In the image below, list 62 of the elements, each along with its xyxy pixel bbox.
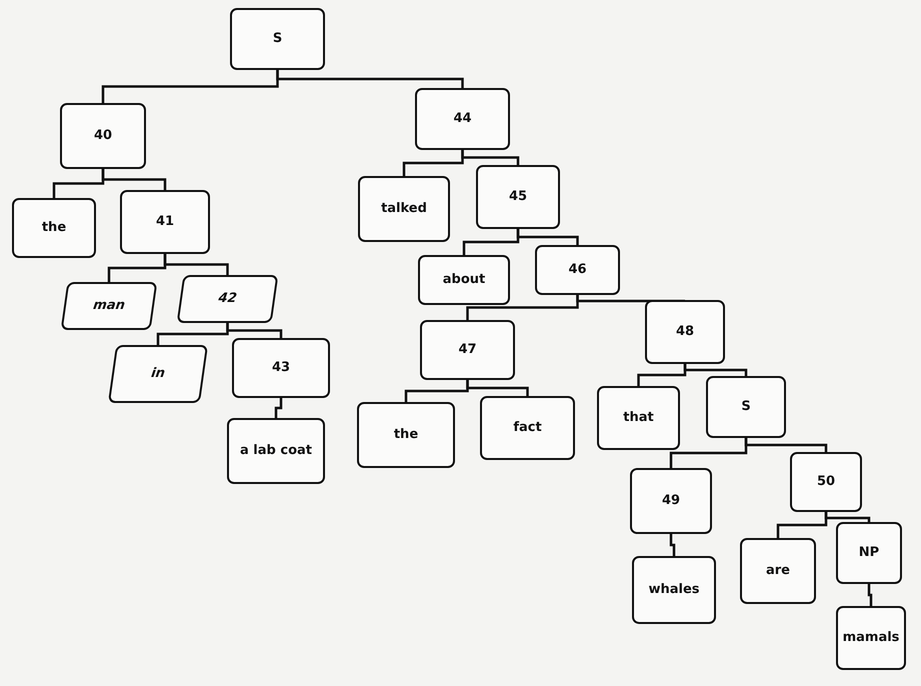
tree-node-box [630, 468, 712, 534]
node-label: man [92, 298, 126, 314]
node-label: 47 [458, 342, 477, 358]
node-label: are [766, 562, 790, 580]
node-label: 44 [453, 110, 472, 128]
tree-node-box [645, 300, 725, 364]
tree-connector [466, 380, 529, 396]
tree-node-box [597, 386, 680, 450]
tree-node-box [230, 8, 325, 70]
node-label: 40 [94, 128, 112, 144]
node-label: mamals [842, 630, 900, 646]
node-label: S [741, 398, 751, 416]
node-label: the [42, 220, 66, 236]
tree-node-box [120, 190, 210, 254]
tree-node-box [836, 606, 906, 670]
tree-node-box [418, 255, 510, 305]
tree-connector [276, 70, 464, 88]
node-label: the [394, 426, 418, 444]
node-label: 45 [508, 188, 528, 206]
tree-connector [684, 364, 748, 376]
tree-node-box [706, 376, 786, 438]
tree-connector [164, 254, 229, 275]
tree-connector [824, 512, 870, 522]
tree-connector [744, 438, 828, 452]
tree-node-box [535, 245, 620, 295]
tree-node-box [740, 538, 816, 604]
node-label: that [623, 410, 654, 426]
node-label: about [442, 272, 486, 288]
tree-connector [102, 169, 166, 190]
tree-connector [226, 323, 282, 338]
node-label: 48 [676, 324, 694, 340]
tree-node-box [420, 320, 515, 380]
tree-node-box [12, 198, 96, 258]
node-label: in [150, 366, 166, 382]
tree-connector [461, 150, 520, 165]
tree-connector [670, 534, 676, 556]
node-label: 49 [662, 492, 680, 510]
tree-node-box [790, 452, 862, 512]
node-label: 42 [217, 290, 238, 308]
node-label: 41 [156, 214, 174, 230]
node-label: 50 [816, 474, 836, 490]
tree-node-box [60, 103, 146, 169]
node-label: 43 [272, 360, 290, 376]
node-label: talked [381, 200, 427, 218]
tree-node-box [357, 402, 455, 468]
node-label: NP [858, 544, 880, 562]
tree-node-box [358, 176, 450, 242]
node-label: S [272, 30, 282, 48]
tree-node-box [415, 88, 510, 150]
node-label: 46 [568, 262, 587, 278]
tree-node-box [227, 418, 325, 484]
tree-node-box [836, 522, 902, 584]
node-label: fact [513, 420, 542, 436]
tree-connector [868, 584, 872, 606]
tree-node-box [632, 556, 716, 624]
tree-node-box [476, 165, 560, 229]
tree-node-box [480, 396, 575, 460]
tree-node-box [232, 338, 330, 398]
tree-connector [274, 398, 282, 418]
node-label: a lab coat [240, 442, 312, 460]
node-label: whales [648, 582, 700, 598]
tree-connector [516, 229, 579, 245]
